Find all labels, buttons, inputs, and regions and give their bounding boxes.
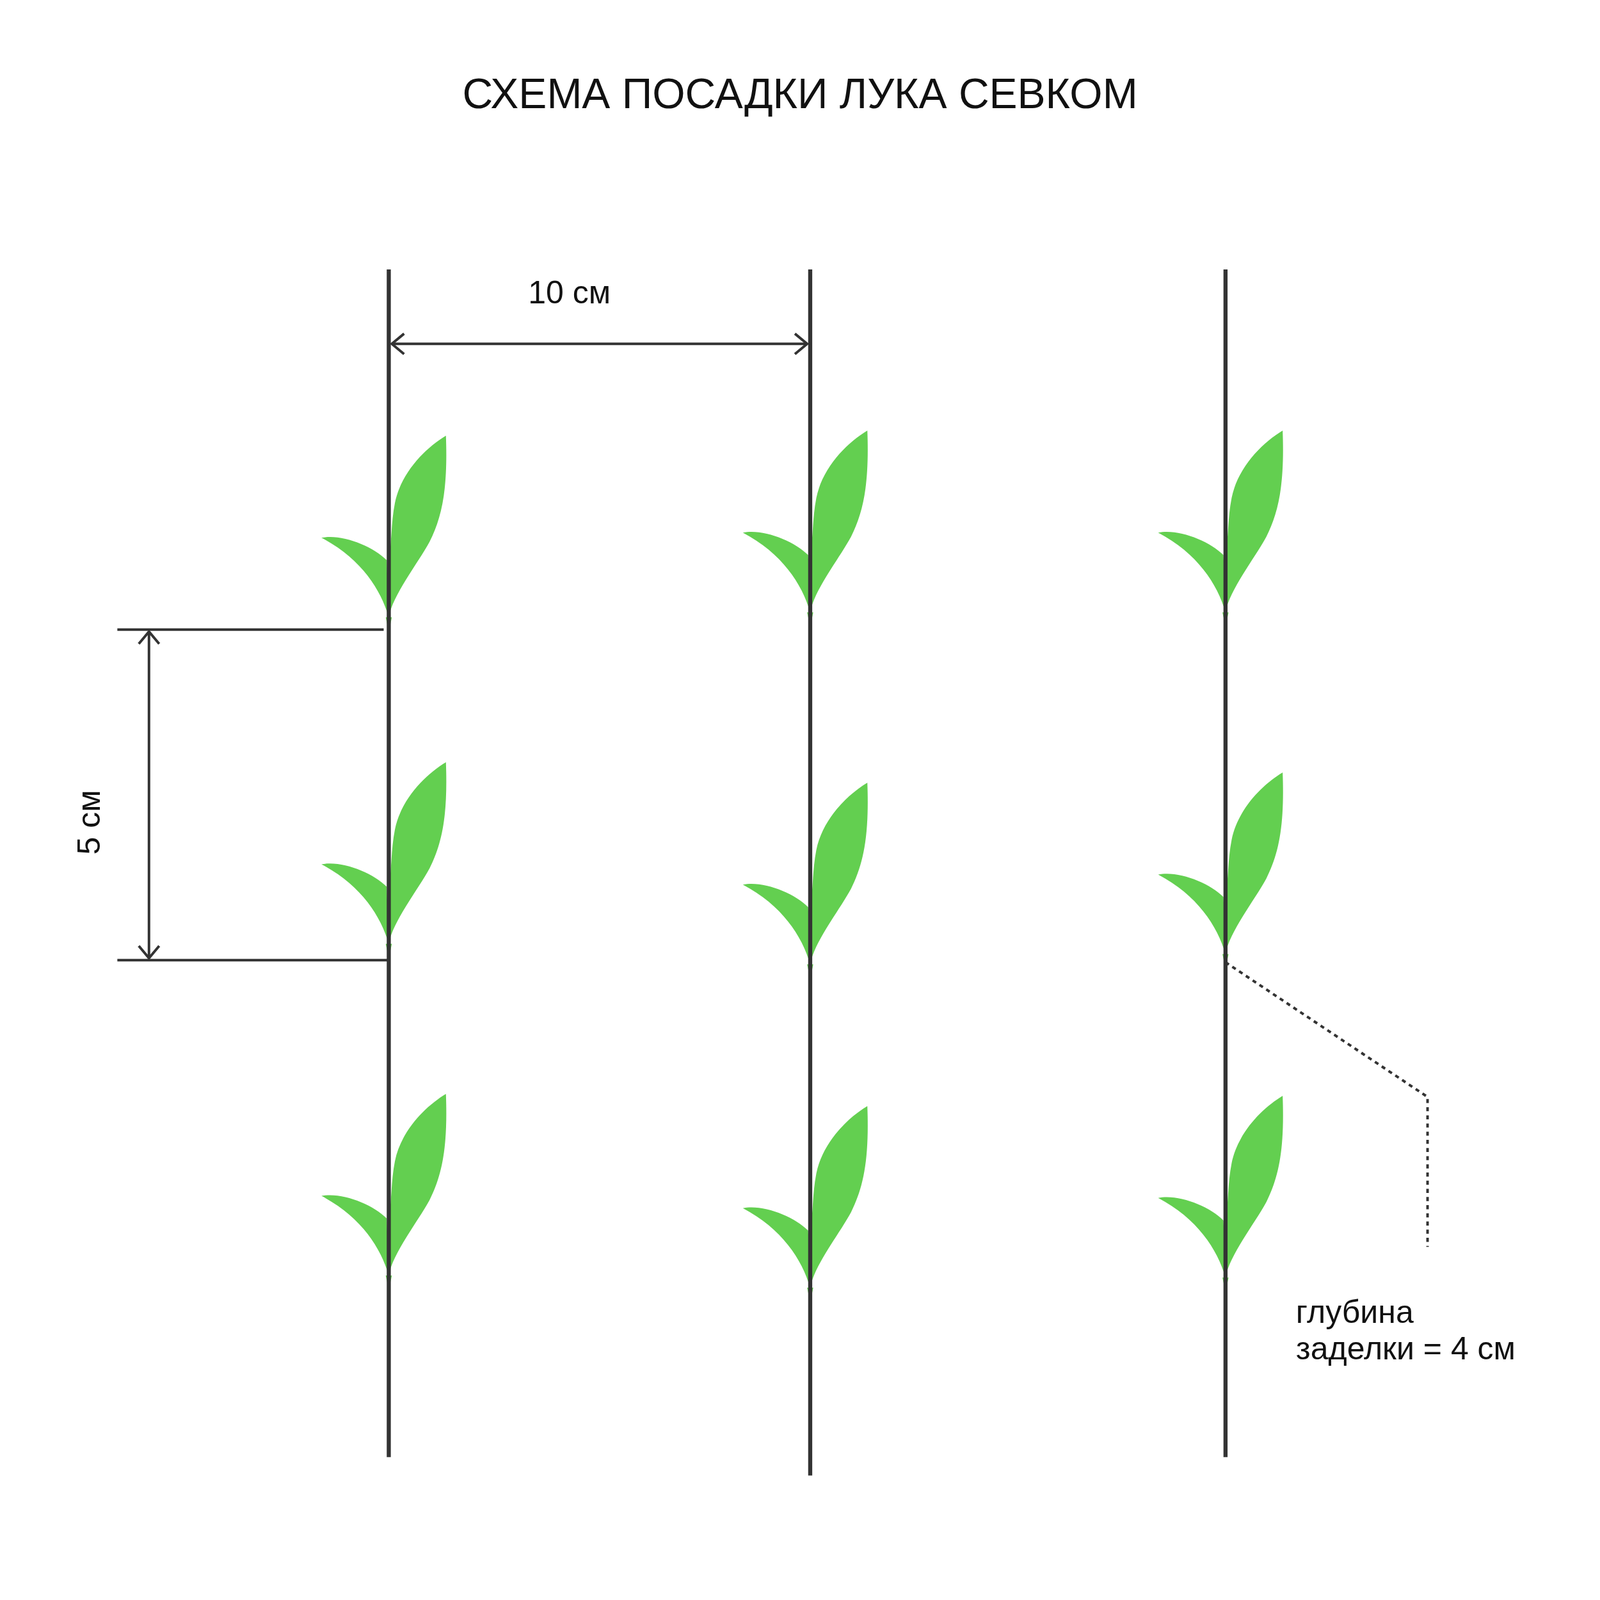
note-label: глубина заделки = 4 см xyxy=(1296,1294,1527,1368)
leaf xyxy=(1225,430,1284,613)
leaf xyxy=(388,435,447,618)
onion-sprout xyxy=(321,762,447,959)
row-line xyxy=(386,269,391,1458)
onion-sprout xyxy=(743,1105,868,1302)
extension-line xyxy=(117,958,388,962)
extension-line xyxy=(117,628,384,632)
dimension-label: 5 см xyxy=(71,790,109,856)
arrow-head xyxy=(391,333,404,354)
leaf xyxy=(810,430,868,613)
onion-sprout xyxy=(1158,1095,1284,1292)
leaf xyxy=(321,1194,389,1276)
arrow-head xyxy=(794,333,808,354)
leaf xyxy=(1158,1197,1226,1279)
leaf xyxy=(321,536,389,618)
onion-sprout xyxy=(321,1093,447,1290)
leaf xyxy=(388,762,447,944)
leaf xyxy=(743,1207,811,1289)
dimension-label: 10 см xyxy=(528,274,611,312)
leaf xyxy=(810,782,868,965)
arrow-head xyxy=(138,631,160,644)
dimension-lines xyxy=(117,333,808,960)
onion-sprout xyxy=(743,430,868,627)
leaf xyxy=(1225,1095,1284,1278)
row-line xyxy=(1223,269,1228,1458)
leaf xyxy=(388,1093,447,1276)
leaf xyxy=(1158,873,1226,955)
leaf xyxy=(743,883,811,965)
title: СХЕМА ПОСАДКИ ЛУКА СЕВКОМ xyxy=(462,69,1138,119)
onion-sprout xyxy=(1158,772,1284,969)
dimension-line xyxy=(391,342,808,345)
dimension-line xyxy=(147,631,151,959)
arrow-head xyxy=(138,945,160,959)
row-lines xyxy=(388,269,1225,1476)
row-line xyxy=(808,269,813,1476)
onion-sprout xyxy=(743,782,868,979)
leaf xyxy=(1225,772,1284,955)
onion-sprout xyxy=(321,435,447,632)
leaf xyxy=(810,1105,868,1288)
sprouts xyxy=(321,430,1284,1303)
leaf xyxy=(743,531,811,613)
leader-line xyxy=(1225,962,1428,1248)
onion-sprout xyxy=(1158,430,1284,627)
leaf xyxy=(1158,531,1226,613)
leaf xyxy=(321,863,389,944)
